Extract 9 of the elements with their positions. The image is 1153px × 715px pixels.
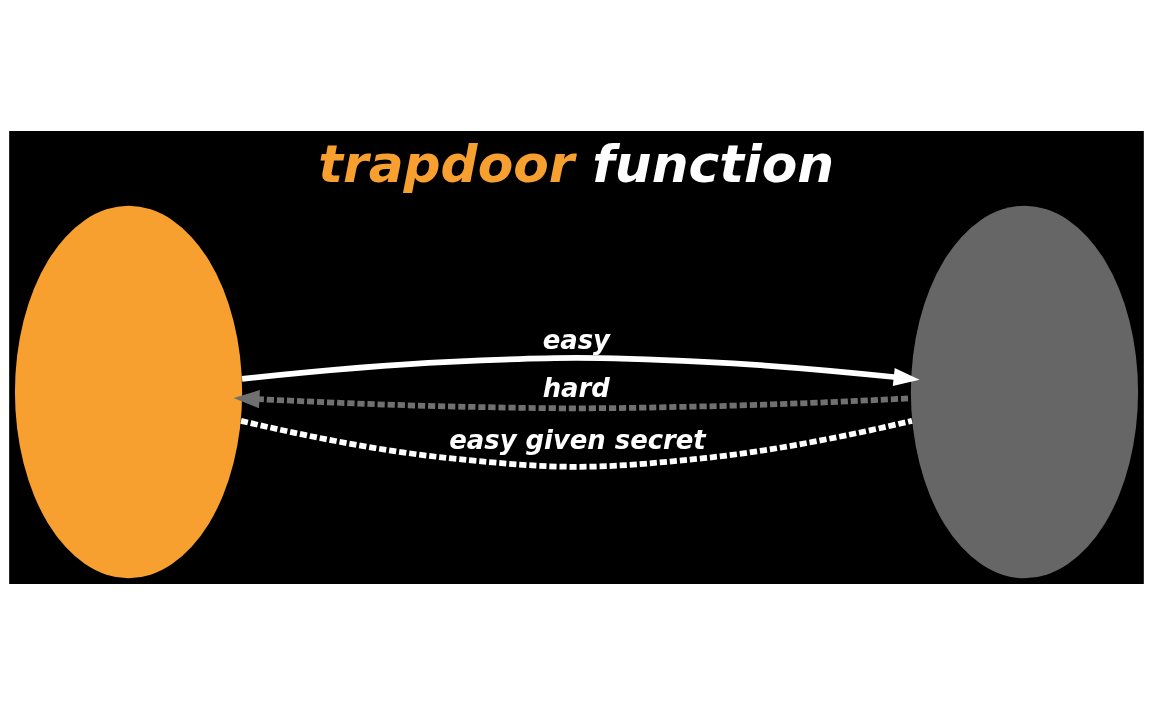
node-ellipse xyxy=(14,205,243,579)
arrow xyxy=(233,390,911,412)
node-ellipse xyxy=(910,205,1139,579)
edge-label: easy xyxy=(542,325,610,356)
diagram-title: trapdoor function xyxy=(318,134,835,195)
arrow xyxy=(241,354,920,386)
edge-label: easy given secret xyxy=(449,424,706,455)
edge-label: hard xyxy=(542,372,610,403)
connector xyxy=(240,418,913,470)
